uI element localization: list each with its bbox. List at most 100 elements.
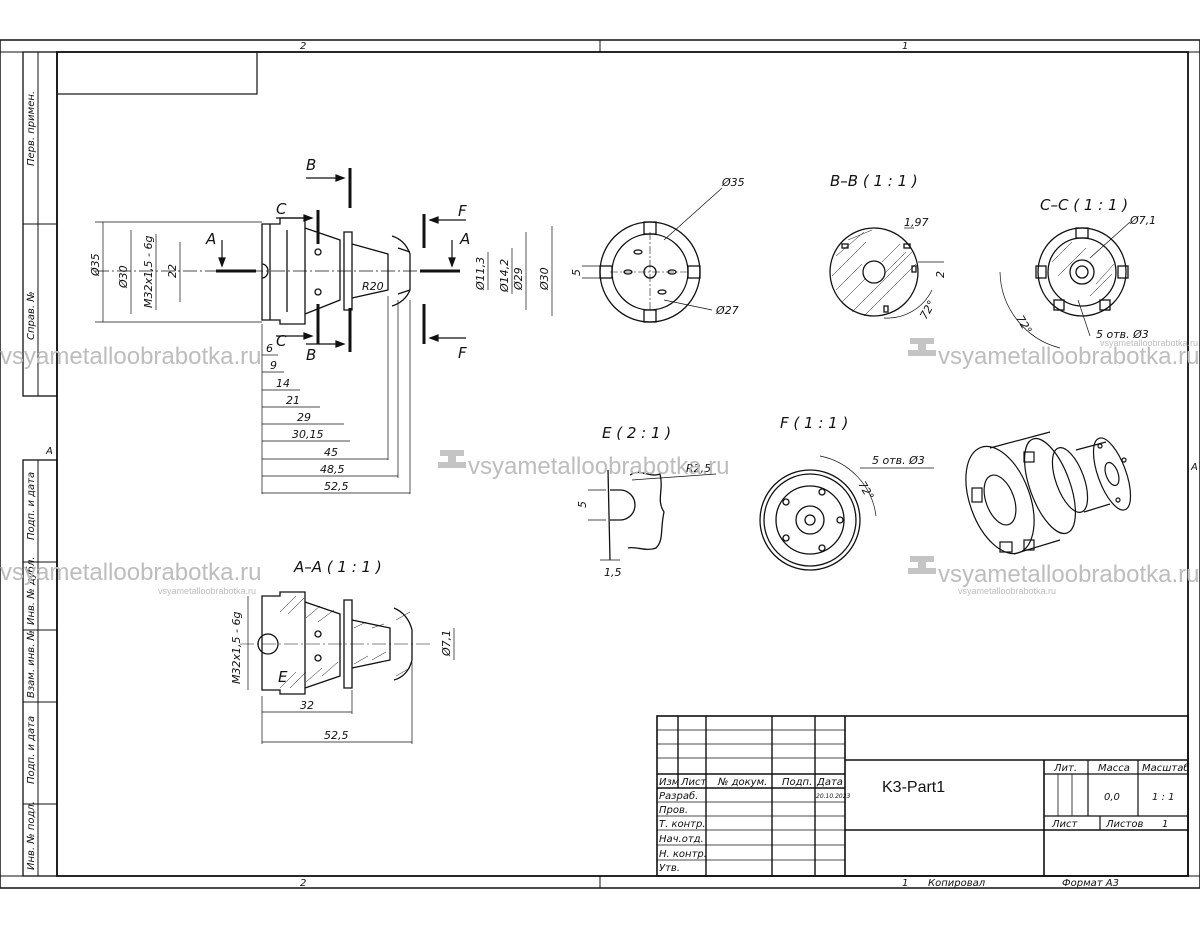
cut-label-c-bottom: C [276,332,287,350]
watermark-4: vsyametalloobrabotka.ru [0,559,261,586]
cut-label-e: E [278,668,288,686]
dim-bb-1-97: 1,97 [904,216,929,229]
tb-listov-value: 1 [1162,819,1168,830]
title-detail-e: E ( 2 : 1 ) [602,424,671,442]
tb-list-label: Лист [1051,819,1079,830]
dim-main-6: 6 [266,342,273,355]
zone-top-left: 2 [300,41,306,52]
isometric-view [965,431,1132,555]
dim-main-30-15: 30,15 [292,428,324,441]
section-cc [999,221,1131,349]
watermark-3: vsyametalloobrabotka.ru [468,453,729,480]
dim-main-29: 29 [297,411,311,424]
side-vzam-inv: Взам. инв. № [26,630,37,698]
dim-end-d27: Ø27 [715,304,739,317]
watermark-small-2: vsyametalloobrabotka.ru [958,586,1056,596]
zone-bottom-left: 2 [300,878,306,889]
dim-main-d30: Ø30 [117,265,130,289]
dim-aa-32: 32 [300,699,314,712]
watermark-5: vsyametalloobrabotka.ru [938,561,1199,588]
tb-t-kontr: Т. контр. [659,819,706,830]
tb-data: Дата [816,777,843,788]
tb-prov: Пров. [659,805,688,816]
dim-main-d14-2: Ø14,2 [498,259,511,293]
dim-main-r20: R20 [362,280,384,293]
dim-f-72: 72° [855,479,876,502]
dim-e-1-5: 1,5 [604,566,622,579]
dim-cc-holes: 5 отв. Ø3 [1096,328,1149,341]
dim-main-14: 14 [276,377,290,390]
tb-date-value: 20.10.2023 [816,793,851,800]
title-section-bb: B–B ( 1 : 1 ) [830,172,918,190]
side-perv-primen: Перв. примен. [26,91,37,166]
cut-label-b-bottom: B [306,346,316,364]
cut-planes-main [216,168,460,352]
tb-massa: Масса [1098,763,1130,774]
cut-label-f-top: F [458,202,467,220]
section-aa [240,591,455,744]
dim-e-5: 5 [576,501,589,508]
cut-label-a-right: A [459,230,470,248]
dim-cc-72: 72° [1013,313,1034,336]
tb-podp: Подп. [782,777,812,788]
title-section-aa: A–A ( 1 : 1 ) [293,558,382,576]
dim-main-48-5: 48,5 [320,463,345,476]
view-f [759,455,934,571]
dim-main-52-5: 52,5 [324,480,349,493]
title-view-f: F ( 1 : 1 ) [780,414,848,432]
section-bb [829,227,944,319]
watermark-2: vsyametalloobrabotka.ru [938,343,1199,370]
side-podp-data-2: Подп. и дата [26,716,37,784]
dim-e-r2-5: R2,5 [686,462,711,475]
dim-f-holes: 5 отв. Ø3 [872,454,925,467]
dim-main-thread: M32x1,5 - 6g [142,236,155,308]
dim-aa-52-5: 52,5 [324,729,349,742]
dim-main-d30-right: Ø30 [538,267,551,291]
side-inv-podl: Инв. № подл. [26,801,37,870]
dim-main-d11-3: Ø11,3 [474,257,487,291]
dim-end-d35: Ø35 [721,176,745,189]
tb-razrab: Разраб. [659,790,698,802]
tb-list: Лист [680,777,708,788]
title-section-cc: C–C ( 1 : 1 ) [1040,196,1128,214]
tb-masshtab: Масштаб [1142,762,1190,774]
tb-format: Формат A3 [1062,878,1119,889]
tb-utv: Утв. [659,863,680,874]
dim-aa-d7-1: Ø7,1 [440,630,453,657]
dim-bb-2: 2 [934,271,947,278]
watermarks: vsyametalloobrabotka.ru vsyametalloobrab… [0,338,1199,596]
dim-aa-thread: M32x1,5 - 6g [230,612,243,684]
dim-main-21: 21 [286,394,300,407]
zone-left-mark: A [45,446,53,457]
tb-sheet-number: 1 [902,878,908,889]
tb-n-dokum: № докум. [717,777,767,788]
cut-arrows-main [218,174,466,348]
main-view [95,217,420,325]
side-podp-data-1: Подп. и дата [26,472,37,540]
cut-label-b-top: B [306,156,316,174]
cut-label-c-top: C [276,200,287,218]
end-view [582,187,723,323]
main-dimension-lines [95,221,553,494]
tb-part-name: K3-Part1 [882,779,945,796]
side-sprav-no: Справ. № [26,291,37,340]
dim-main-9: 9 [270,359,277,372]
zone-top-right: 1 [902,41,908,52]
tb-n-kontr: Н. контр. [659,849,707,860]
tb-listov-label: Листов [1105,819,1143,830]
zone-right-mark: A [1190,462,1198,473]
dim-cc-d7-1: Ø7,1 [1129,214,1156,227]
tb-izm: Изм [659,777,680,788]
cut-label-a-left: A [205,230,216,248]
tb-mass-value: 0,0 [1104,792,1120,803]
dim-bb-72: 72° [917,298,938,321]
watermark-logo-icon [438,338,936,574]
dim-main-d35: Ø35 [89,253,102,277]
dim-end-5: 5 [570,269,583,276]
dim-main-d29: Ø29 [512,267,525,291]
dim-main-22: 22 [166,264,179,278]
tb-scale-value: 1 : 1 [1152,792,1174,803]
side-panel: Перв. примен. Справ. № Подп. и дата Инв.… [22,51,58,877]
cut-label-f-bottom: F [458,344,467,362]
